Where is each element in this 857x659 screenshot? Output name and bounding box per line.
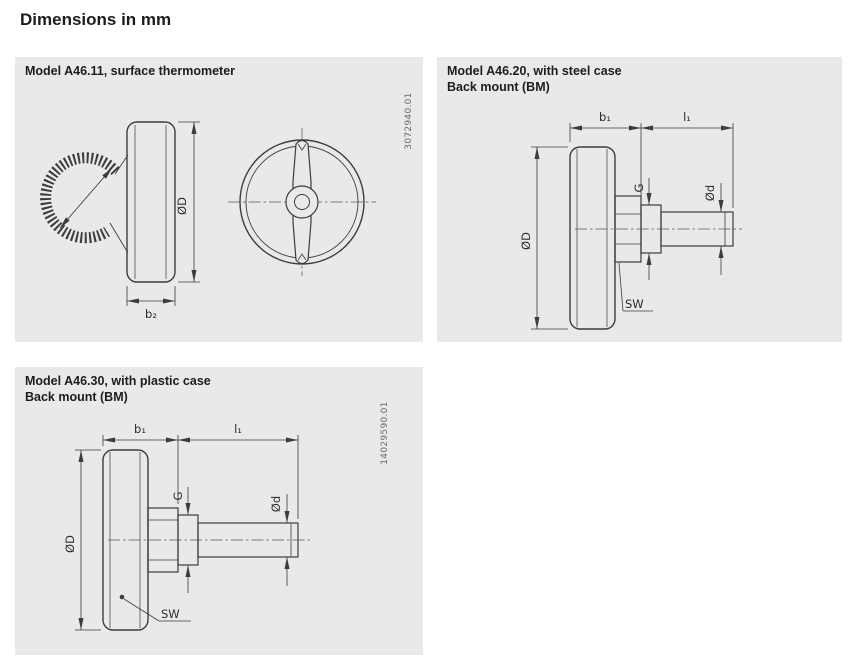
dim-label-SW: SW: [625, 297, 644, 311]
front-view: [228, 128, 376, 276]
dim-label-b2: b₂: [145, 307, 157, 321]
dim-label-diad: Ød: [703, 185, 717, 201]
clamp-spring: [40, 152, 129, 254]
dim-label-diaD: ØD: [519, 232, 533, 250]
drawing-a4630: b₁ l₁ G Ød ØD SW 14029590.01: [63, 401, 390, 631]
side-view-case: [126, 121, 176, 283]
panel-a4630-title-line1: Model A46.30, with plastic case: [25, 374, 211, 388]
thermometer-body-a4630: [102, 449, 312, 631]
panel-a4611: Model A46.11, surface thermometer: [15, 57, 423, 342]
page-title: Dimensions in mm: [20, 10, 172, 29]
panel-a4620: Model A46.20, with steel case Back mount…: [437, 57, 842, 342]
figure-number: 14029590.01: [380, 401, 390, 464]
panel-a4620-title-line1: Model A46.20, with steel case: [447, 64, 622, 78]
dimension-lines-a4630: [75, 435, 299, 631]
clamp-diagonal: [59, 167, 113, 229]
dim-label-diad: Ød: [269, 496, 283, 512]
sw-leader-line: [123, 598, 160, 622]
panel-a4620-title-line2: Back mount (BM): [447, 80, 550, 94]
dim-label-G: G: [632, 184, 646, 193]
panel-a4630: Model A46.30, with plastic case Back mou…: [15, 367, 423, 655]
dim-label-SW: SW: [161, 607, 180, 621]
drawing-a4620: b₁ l₁ G Ød ØD SW: [519, 110, 742, 330]
dim-label-l1: l₁: [234, 422, 242, 436]
sw-leader-line: [618, 262, 624, 312]
drawing-a4611: ØD b₂ 3072940.01: [40, 92, 414, 321]
dim-label-l1: l₁: [683, 110, 691, 124]
dim-label-b1: b₁: [599, 110, 611, 124]
dim-label-b1: b₁: [134, 422, 146, 436]
dim-label-diaD: ØD: [63, 535, 77, 553]
panel-a4611-title: Model A46.11, surface thermometer: [25, 64, 236, 78]
thermometer-body-a4620: [569, 146, 742, 330]
panel-a4630-title-line2: Back mount (BM): [25, 390, 128, 404]
figure-number: 3072940.01: [404, 92, 414, 149]
dimension-lines-a4611: [126, 121, 200, 306]
dim-label-G: G: [171, 492, 185, 501]
dim-label-diaD: ØD: [175, 197, 189, 215]
panel-a4630-title: Model A46.30, with plastic case Back mou…: [25, 373, 211, 405]
dimension-lines-a4620: [531, 123, 734, 330]
panel-a4620-title: Model A46.20, with steel case Back mount…: [447, 63, 622, 95]
sw-reference-dot: [119, 594, 125, 600]
